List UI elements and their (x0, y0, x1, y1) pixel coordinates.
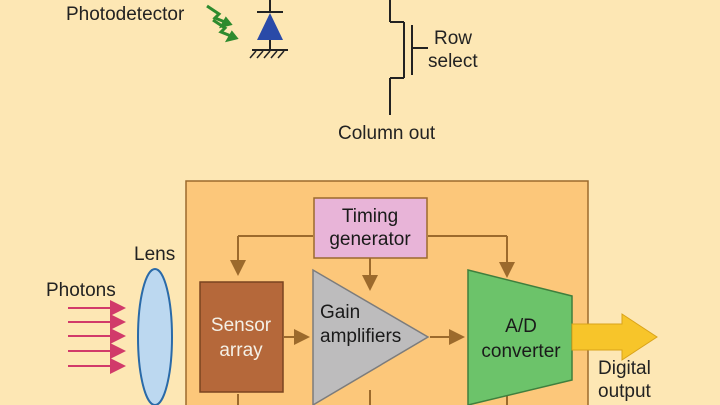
pixel-circuit: Photodetector Row select Column out (66, 0, 478, 144)
column-out-label: Column out (338, 123, 436, 144)
ad-converter-label: A/D (505, 316, 537, 337)
gain-amplifiers-block (312, 268, 430, 405)
gain-amplifiers-label-2: amplifiers (320, 326, 401, 347)
timing-generator-label-2: generator (329, 229, 411, 250)
timing-generator-label: Timing (342, 206, 398, 227)
digital-output-arrow-icon (571, 313, 658, 361)
ad-converter-label-2: converter (481, 341, 561, 362)
digital-output-label: Digital (598, 358, 651, 379)
lens-label: Lens (134, 244, 175, 265)
lens-icon (137, 268, 173, 405)
row-select-label-2: select (428, 51, 478, 72)
ad-converter-block (467, 269, 573, 405)
timing-generator-block (313, 197, 428, 259)
photodetector-label: Photodetector (66, 4, 185, 25)
photon-arrows-icon (68, 300, 126, 374)
light-arrow-icon (206, 4, 239, 43)
sensor-array-label: Sensor (211, 315, 272, 336)
sensor-array-label-2: array (219, 340, 263, 361)
sensor-array-block (199, 281, 284, 393)
gain-amplifiers-label: Gain (320, 302, 360, 323)
digital-output-label-2: output (598, 381, 652, 402)
control-wires (230, 235, 515, 405)
row-select-transistor-icon (389, 0, 428, 115)
row-select-label: Row (434, 28, 472, 49)
photodiode-icon (249, 0, 288, 59)
photons-label: Photons (46, 280, 116, 301)
